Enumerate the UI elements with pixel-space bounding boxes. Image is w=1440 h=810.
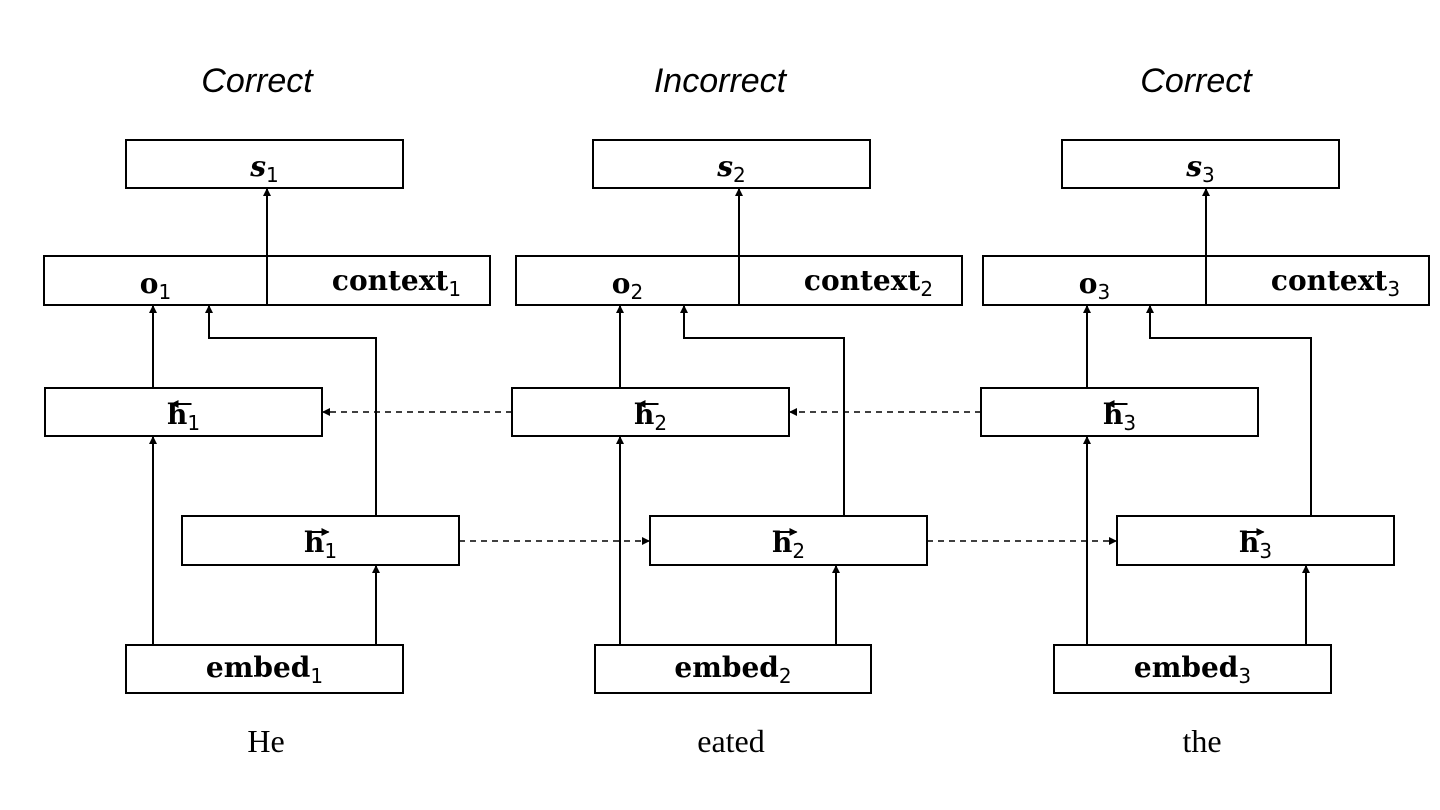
score-box [1061,139,1340,189]
correctness-label: Incorrect [654,62,788,100]
context-label-subscript: 3 [1387,277,1400,301]
embedding-box [1053,644,1332,694]
score-label-main: s [1185,150,1202,183]
backward-hidden-label-subscript: 3 [1123,411,1136,435]
embedding-label-subscript: 3 [1238,664,1251,688]
context-label: context1 [332,264,461,301]
score-label-main: s [249,150,266,183]
backward-hidden-label-main: h [634,398,654,431]
forward-hidden-label-subscript: 1 [324,539,337,563]
score-label-subscript: 2 [733,163,746,187]
forward-hidden-label: h3 [1239,526,1272,563]
output-label-main: o [140,267,159,300]
forward-hidden-label-main: h [772,526,792,559]
output-label: o2 [612,267,643,304]
embedding-label-main: embed [674,651,778,684]
backward-hidden-box [511,387,790,437]
output-label-main: o [612,267,631,300]
forward-hidden-label-subscript: 3 [1259,539,1272,563]
context-label-subscript: 1 [448,277,461,301]
embedding-label: embed1 [206,651,323,688]
forward-hidden-label-main: h [304,526,324,559]
context-label: context2 [804,264,933,301]
input-word: He [247,723,284,759]
forward-hidden-label: h2 [772,526,805,563]
forward-hidden-label-main: h [1239,526,1259,559]
score-label: s1 [249,150,279,187]
arrow-forward-to-output [1146,305,1312,516]
backward-hidden-label-main: h [1103,398,1123,431]
input-word: the [1182,723,1221,759]
embedding-label-main: embed [1134,651,1238,684]
output-label-subscript: 2 [630,280,643,304]
score-box [125,139,404,189]
score-label-subscript: 3 [1202,163,1215,187]
context-label-main: context [332,264,449,297]
arrow-forward-to-output [680,305,845,516]
forward-hidden-box [649,515,928,566]
output-label-subscript: 1 [158,280,171,304]
correctness-label: Correct [201,62,314,100]
output-label: o3 [1079,267,1110,304]
embedding-box [594,644,872,694]
output-label-subscript: 3 [1097,280,1110,304]
backward-hidden-box [980,387,1259,437]
context-label: context3 [1271,264,1400,301]
score-box [592,139,871,189]
embedding-label: embed2 [674,651,791,688]
forward-hidden-box [1116,515,1395,566]
embedding-label-subscript: 1 [310,664,323,688]
input-word: eated [697,723,765,759]
context-label-main: context [1271,264,1388,297]
backward-hidden-box [44,387,323,437]
score-label: s3 [1185,150,1215,187]
backward-hidden-label-subscript: 1 [187,411,200,435]
output-label-main: o [1079,267,1098,300]
embedding-label-subscript: 2 [779,664,792,688]
embedding-box [125,644,404,694]
output-label: o1 [140,267,171,304]
backward-hidden-label-subscript: 2 [654,411,667,435]
forward-hidden-label: h1 [304,526,337,563]
forward-hidden-box [181,515,460,566]
arrow-forward-to-output [205,305,377,516]
score-label-subscript: 1 [266,163,279,187]
correctness-label: Correct [1140,62,1253,100]
context-label-main: context [804,264,921,297]
context-label-subscript: 2 [920,277,933,301]
score-label-main: s [716,150,733,183]
score-label: s2 [716,150,746,187]
embedding-label: embed3 [1134,651,1251,688]
backward-hidden-label-main: h [167,398,187,431]
forward-hidden-label-subscript: 2 [792,539,805,563]
embedding-label-main: embed [206,651,310,684]
